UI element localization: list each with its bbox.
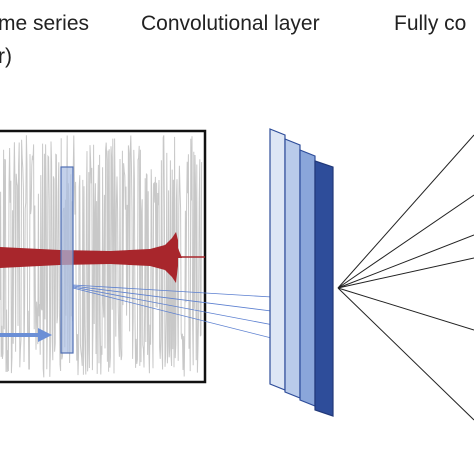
feature-map-4 (314, 160, 334, 417)
time-series-title-line1: me series (0, 12, 90, 35)
feature-map-2 (284, 138, 301, 399)
time-series-panel (0, 129, 207, 384)
raw-signal-waveform (0, 135, 203, 378)
fully-connected-title: Fully co (394, 12, 467, 35)
time-series-title-line2: r) (0, 45, 12, 68)
arrow-right-icon (0, 328, 52, 342)
convolutional-layer-stack (269, 128, 334, 417)
signal-envelope (0, 232, 205, 283)
convolution-window (60, 166, 74, 354)
fully-connected-lines (337, 134, 474, 421)
convolutional-layer-title: Convolutional layer (141, 12, 320, 35)
feature-map-1 (269, 128, 286, 391)
feature-map-3 (299, 149, 316, 407)
